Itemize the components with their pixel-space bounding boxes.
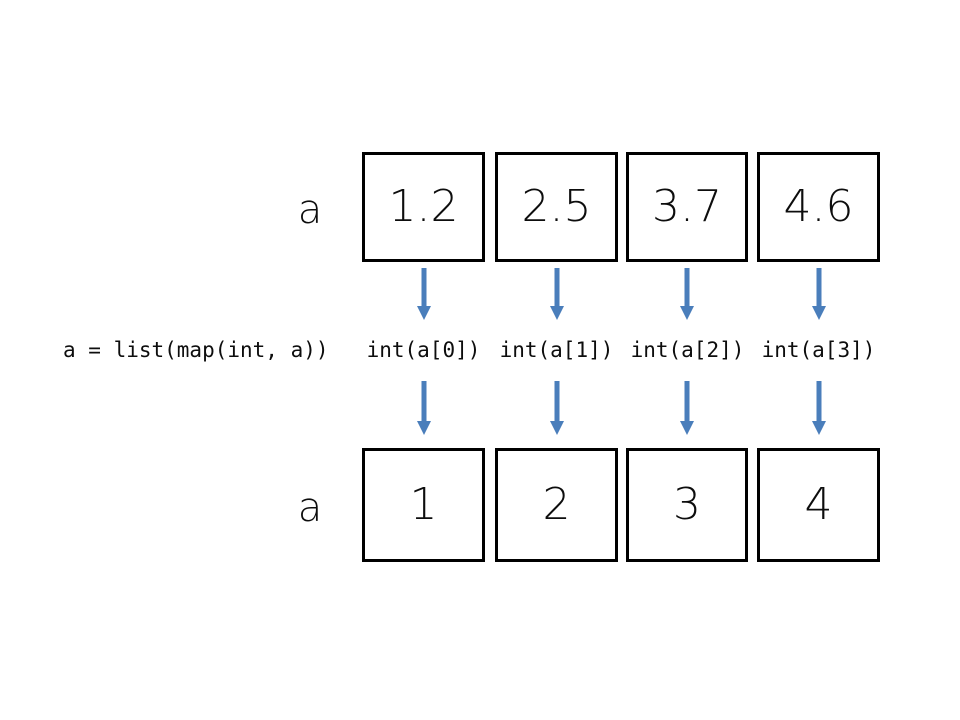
bottom-row-cell-3: 4 bbox=[757, 448, 880, 562]
arrow-down-bottom-3 bbox=[809, 381, 829, 437]
statement-label: a = list(map(int, a)) bbox=[63, 338, 329, 362]
arrow-down-top-2 bbox=[677, 268, 697, 322]
operation-label-1: int(a[1]) bbox=[499, 338, 614, 362]
top-row-cell-3: 4.6 bbox=[757, 152, 880, 262]
top-row-cell-2: 3.7 bbox=[626, 152, 748, 262]
bottom-row-cell-1: 2 bbox=[495, 448, 618, 562]
arrow-down-bottom-2 bbox=[677, 381, 697, 437]
bottom-row-cell-2-value: 3 bbox=[673, 479, 701, 530]
arrow-down-top-0 bbox=[414, 268, 434, 322]
top-row-variable-label: a bbox=[297, 187, 323, 233]
bottom-row-cell-0-value: 1 bbox=[409, 479, 438, 530]
bottom-row-cell-3-value: 4 bbox=[804, 479, 833, 530]
arrow-down-bottom-0 bbox=[414, 381, 434, 437]
bottom-row-variable-label: a bbox=[297, 485, 323, 531]
arrow-down-top-3 bbox=[809, 268, 829, 322]
top-row-cell-3-value: 4.6 bbox=[783, 181, 854, 232]
operation-label-3: int(a[3]) bbox=[761, 338, 876, 362]
arrow-down-bottom-1 bbox=[547, 381, 567, 437]
bottom-row-cell-2: 3 bbox=[626, 448, 748, 562]
top-row-cell-0: 1.2 bbox=[362, 152, 485, 262]
top-row-cell-1: 2.5 bbox=[495, 152, 618, 262]
operation-label-0: int(a[0]) bbox=[366, 338, 481, 362]
top-row-cell-0-value: 1.2 bbox=[388, 181, 459, 232]
top-row-cell-1-value: 2.5 bbox=[521, 181, 592, 232]
bottom-row-cell-1-value: 2 bbox=[542, 479, 571, 530]
operation-label-2: int(a[2]) bbox=[630, 338, 745, 362]
top-row-cell-2-value: 3.7 bbox=[652, 181, 722, 232]
arrow-down-top-1 bbox=[547, 268, 567, 322]
bottom-row-cell-0: 1 bbox=[362, 448, 485, 562]
